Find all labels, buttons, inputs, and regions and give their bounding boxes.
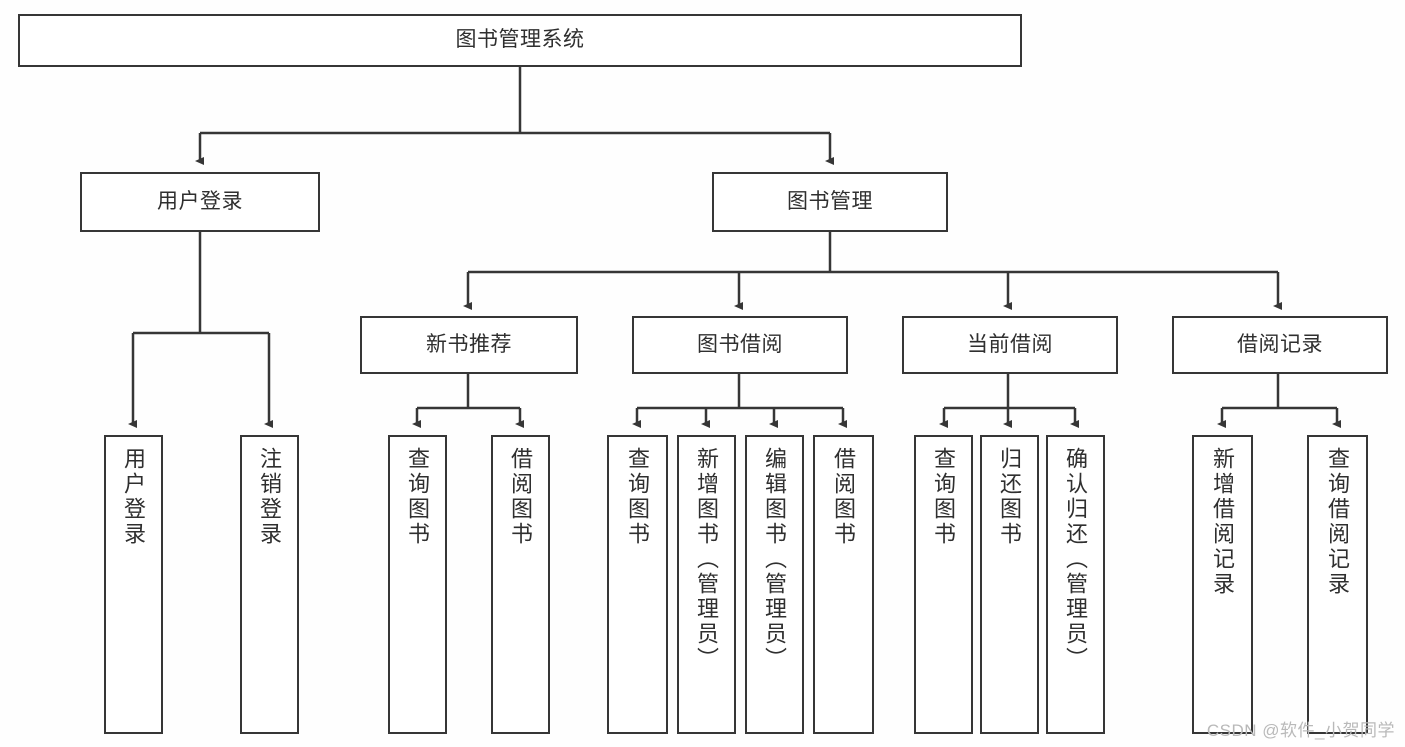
leaf-label: 归还图书 xyxy=(997,447,1023,547)
leaf-label: 用户登录 xyxy=(121,447,147,547)
leaf-label: 借阅图书 xyxy=(831,447,857,547)
node-current-borrow-label: 当前借阅 xyxy=(967,332,1053,356)
leaf-label: 编辑图书（管理员） xyxy=(762,447,788,672)
leaf-label: 查询图书 xyxy=(625,447,651,547)
node-book-borrow[interactable]: 图书借阅 xyxy=(632,316,848,374)
node-current-borrow[interactable]: 当前借阅 xyxy=(902,316,1118,374)
node-new-book-recommend-label: 新书推荐 xyxy=(426,332,512,356)
leaf-label: 注销登录 xyxy=(257,447,283,547)
leaf-borrow-query-book[interactable]: 查询图书 xyxy=(607,435,668,734)
leaf-label: 借阅图书 xyxy=(508,447,534,547)
node-user-login[interactable]: 用户登录 xyxy=(80,172,320,232)
leaf-borrow-add-book[interactable]: 新增图书（管理员） xyxy=(677,435,736,734)
leaf-label: 查询借阅记录 xyxy=(1325,447,1351,597)
leaf-user-login-logout[interactable]: 注销登录 xyxy=(240,435,299,734)
leaf-record-query[interactable]: 查询借阅记录 xyxy=(1307,435,1368,734)
leaf-user-login-login[interactable]: 用户登录 xyxy=(104,435,163,734)
leaf-record-add[interactable]: 新增借阅记录 xyxy=(1192,435,1253,734)
node-root-label: 图书管理系统 xyxy=(455,28,585,52)
leaf-label: 新增图书（管理员） xyxy=(694,447,720,672)
csdn-watermark: CSDN @软件_小贺同学 xyxy=(1206,721,1395,740)
leaf-current-confirm-return[interactable]: 确认归还（管理员） xyxy=(1046,435,1105,734)
leaf-new-book-borrow[interactable]: 借阅图书 xyxy=(491,435,550,734)
node-user-login-label: 用户登录 xyxy=(157,189,243,213)
leaf-label: 查询图书 xyxy=(405,447,431,547)
leaf-borrow-borrow-book[interactable]: 借阅图书 xyxy=(813,435,874,734)
leaf-new-book-query[interactable]: 查询图书 xyxy=(388,435,447,734)
node-borrow-record[interactable]: 借阅记录 xyxy=(1172,316,1388,374)
node-root[interactable]: 图书管理系统 xyxy=(18,14,1022,67)
node-new-book-recommend[interactable]: 新书推荐 xyxy=(360,316,578,374)
node-book-borrow-label: 图书借阅 xyxy=(697,332,783,356)
leaf-label: 查询图书 xyxy=(931,447,957,547)
node-book-management[interactable]: 图书管理 xyxy=(712,172,948,232)
leaf-current-query-book[interactable]: 查询图书 xyxy=(914,435,973,734)
node-borrow-record-label: 借阅记录 xyxy=(1237,332,1323,356)
leaf-label: 新增借阅记录 xyxy=(1210,447,1236,597)
leaf-current-return-book[interactable]: 归还图书 xyxy=(980,435,1039,734)
leaf-label: 确认归还（管理员） xyxy=(1063,447,1089,672)
node-book-management-label: 图书管理 xyxy=(787,189,873,213)
leaf-borrow-edit-book[interactable]: 编辑图书（管理员） xyxy=(745,435,804,734)
